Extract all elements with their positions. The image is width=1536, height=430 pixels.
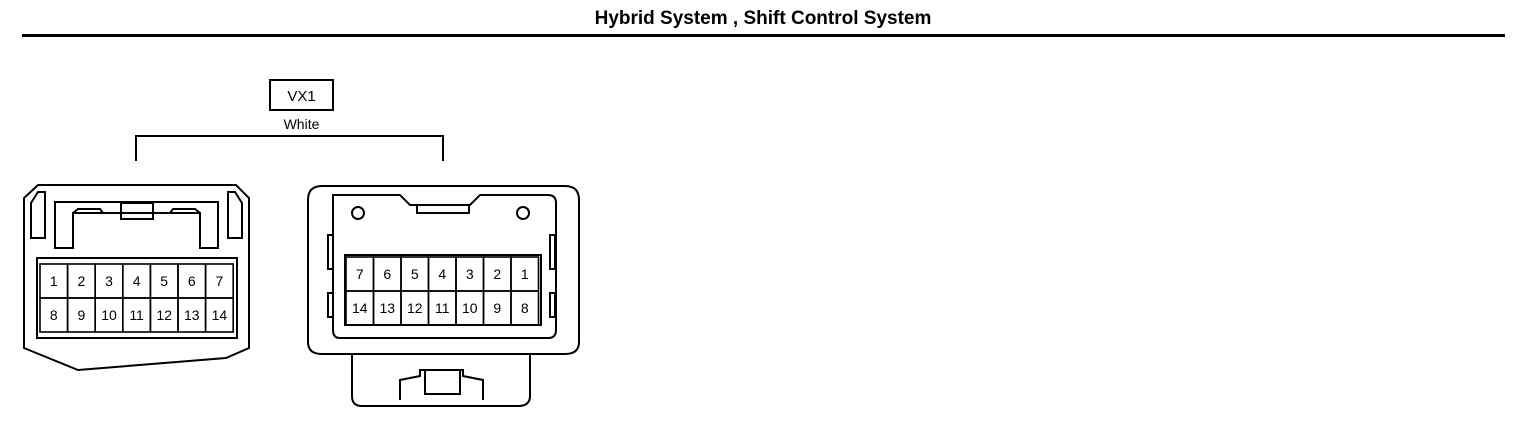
pin-number: 3 (466, 266, 474, 282)
connector-color: White (284, 116, 320, 132)
left-connector (23, 184, 250, 372)
pin-number: 8 (521, 300, 529, 316)
pin-number: 1 (50, 273, 58, 289)
pin-number: 10 (462, 300, 478, 316)
pin-number: 7 (356, 266, 364, 282)
pin-cell (510, 290, 540, 326)
pin-number: 5 (160, 273, 168, 289)
connector-bracket (135, 135, 444, 161)
right-connector (307, 185, 580, 407)
pin-number: 11 (435, 300, 450, 316)
pin-number: 11 (129, 307, 144, 323)
pin-number: 2 (78, 273, 86, 289)
pin-number: 1 (521, 266, 529, 282)
pin-number: 3 (105, 273, 113, 289)
page-title: Hybrid System , Shift Control System (594, 8, 932, 29)
connector-code: VX1 (287, 88, 315, 105)
pin-number: 10 (101, 307, 117, 323)
pin-number: 13 (184, 307, 200, 323)
pin-number: 14 (352, 300, 368, 316)
title-underline (22, 34, 1505, 37)
pin-number: 2 (493, 266, 501, 282)
pin-number: 5 (411, 266, 419, 282)
pin-number: 6 (188, 273, 196, 289)
pin-number: 9 (78, 307, 86, 323)
pin-number: 4 (438, 266, 446, 282)
pin-number: 12 (407, 300, 423, 316)
connector-code-box (269, 79, 334, 111)
pin-cell (204, 297, 235, 333)
pin-number: 4 (133, 273, 141, 289)
pin-number: 14 (212, 307, 228, 323)
pin-number: 13 (379, 300, 395, 316)
pin-number: 8 (50, 307, 58, 323)
pin-number: 6 (383, 266, 391, 282)
pin-number: 7 (216, 273, 224, 289)
pin-number: 12 (156, 307, 172, 323)
pin-number: 9 (493, 300, 501, 316)
right-pin-grid: 7 6 5 4 3 2 1 14 13 12 11 10 9 8 (345, 256, 540, 326)
